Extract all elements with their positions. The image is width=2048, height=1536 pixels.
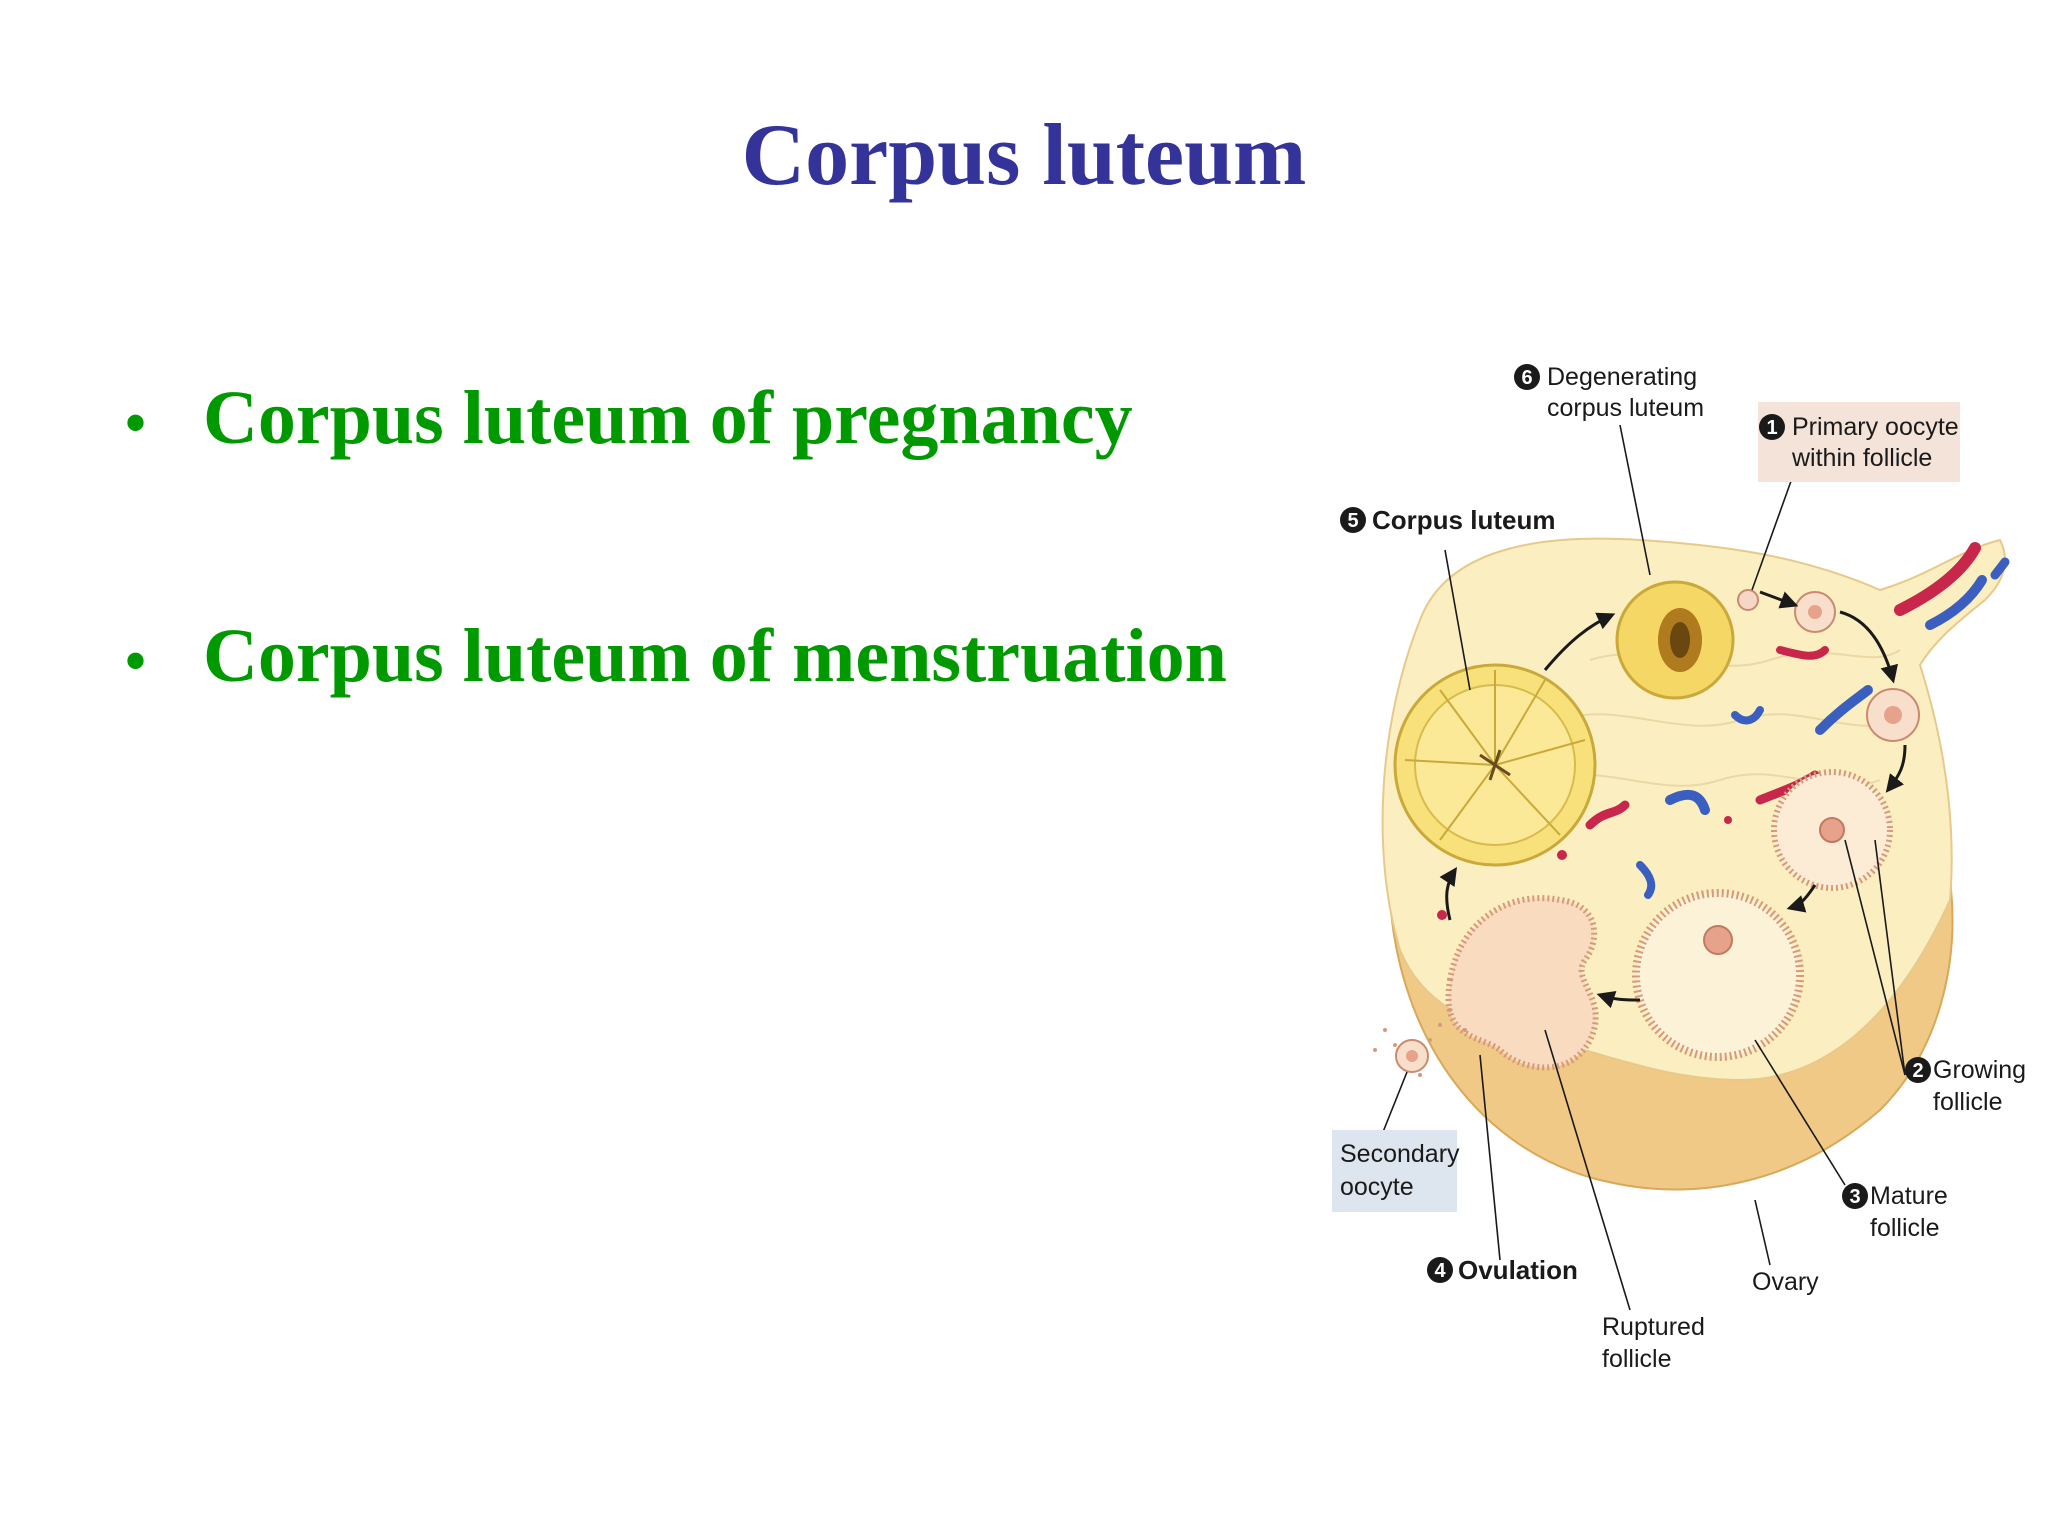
- svg-text:Degenerating: Degenerating: [1547, 363, 1697, 391]
- svg-text:Secondary: Secondary: [1340, 1140, 1460, 1168]
- label-ovary: Ovary: [1752, 1268, 1819, 1296]
- secondary-oocyte: [1395, 1039, 1429, 1073]
- secondary-oocyte-label-bg: [1332, 1130, 1457, 1212]
- blood-vessel-blue: [1990, 557, 2010, 580]
- bullet-item: • Corpus luteum of menstruation: [125, 613, 1227, 703]
- blood-vessel-blue: [1815, 685, 1873, 735]
- ruptured-follicle: [1445, 895, 1599, 1071]
- svg-text:follicle: follicle: [1933, 1088, 2002, 1116]
- bullet-text: Corpus luteum of pregnancy: [203, 376, 1133, 460]
- blood-vessel-red: [1776, 646, 1829, 660]
- growing-follicle: [1866, 688, 1920, 742]
- bullet-list: • Corpus luteum of pregnancy • Corpus lu…: [125, 375, 1227, 851]
- label-growing-follicle: 2 Growing follicle: [1905, 1056, 2026, 1116]
- growing-follicle-large: [1771, 769, 1893, 891]
- slide-title: Corpus luteum: [741, 107, 1307, 204]
- label-mature-follicle: 3 Mature follicle: [1842, 1182, 1948, 1242]
- svg-text:within follicle: within follicle: [1791, 444, 1932, 472]
- svg-text:1: 1: [1766, 417, 1777, 439]
- svg-text:follicle: follicle: [1870, 1214, 1939, 1242]
- svg-text:Mature: Mature: [1870, 1182, 1948, 1210]
- label-ruptured-follicle: Ruptured follicle: [1602, 1313, 1705, 1373]
- corpus-luteum-structure: [1393, 663, 1597, 867]
- svg-text:4: 4: [1434, 1260, 1446, 1282]
- label-corpus-luteum: 5 Corpus luteum: [1340, 505, 1555, 535]
- label-primary-oocyte: 1 Primary oocyte within follicle: [1759, 413, 1959, 472]
- svg-text:2: 2: [1912, 1060, 1923, 1082]
- ovarian-cycle-diagram: 6 Degenerating corpus luteum 1 Primary o…: [1332, 363, 2026, 1373]
- bullet-dot-icon: •: [125, 390, 147, 456]
- svg-text:Primary oocyte: Primary oocyte: [1792, 413, 1959, 441]
- label-secondary-oocyte: Secondary oocyte: [1340, 1140, 1460, 1201]
- degenerating-corpus-luteum-structure: [1615, 580, 1735, 700]
- blood-vessel-blue: [1665, 789, 1710, 815]
- svg-text:Ovulation: Ovulation: [1458, 1255, 1578, 1285]
- bullet-text: Corpus luteum of menstruation: [203, 614, 1227, 698]
- blood-vessel-red: [1894, 542, 1981, 616]
- svg-text:Corpus luteum: Corpus luteum: [1372, 505, 1555, 535]
- bullet-item: • Corpus luteum of pregnancy: [125, 375, 1227, 465]
- blood-vessel-blue: [1925, 575, 1987, 630]
- svg-text:follicle: follicle: [1602, 1345, 1671, 1373]
- svg-text:oocyte: oocyte: [1340, 1173, 1414, 1201]
- blood-vessel-blue: [1731, 706, 1764, 725]
- svg-text:corpus luteum: corpus luteum: [1547, 394, 1704, 422]
- blood-vessel-blue: [1636, 861, 1656, 899]
- svg-text:5: 5: [1347, 510, 1358, 532]
- primary-oocyte-label-bg: [1758, 402, 1960, 482]
- small-follicle: [1794, 591, 1836, 633]
- mature-follicle: [1632, 889, 1804, 1061]
- svg-text:Growing: Growing: [1933, 1056, 2026, 1084]
- svg-text:3: 3: [1849, 1186, 1860, 1208]
- blood-vessel-red: [1585, 800, 1630, 830]
- svg-text:Ruptured: Ruptured: [1602, 1313, 1705, 1341]
- label-degenerating-corpus-luteum: 6 Degenerating corpus luteum: [1514, 363, 1704, 422]
- bullet-dot-icon: •: [125, 628, 147, 694]
- label-ovulation: 4 Ovulation: [1427, 1255, 1578, 1285]
- primary-follicle: [1737, 589, 1759, 611]
- svg-text:6: 6: [1521, 367, 1532, 389]
